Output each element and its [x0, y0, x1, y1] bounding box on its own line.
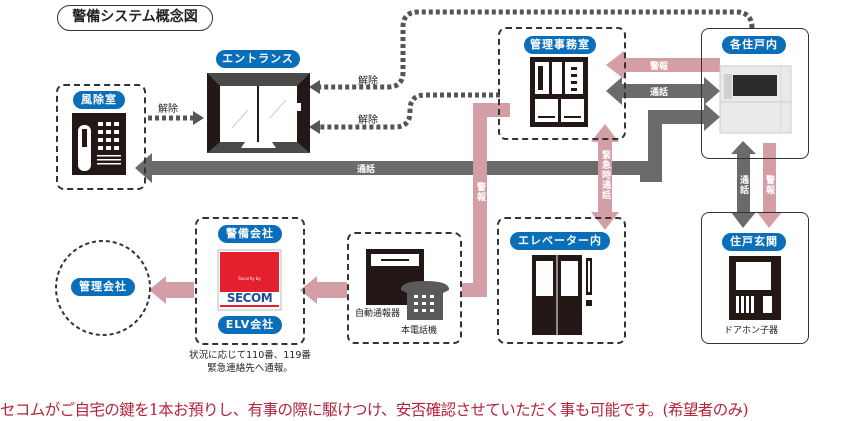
management-company-circle	[55, 240, 151, 336]
label-alarm-door: 警報	[764, 175, 774, 195]
label-alarm-office: 警報	[650, 62, 669, 72]
label-emergency-call: 緊急時通話	[600, 150, 610, 200]
auto-reporter-box	[347, 232, 462, 344]
node-windbreak-room: 風除室	[73, 91, 125, 109]
node-management-company: 管理会社	[71, 278, 135, 296]
management-office-box	[498, 27, 626, 140]
secom-wordmark: SECOM	[226, 291, 273, 305]
door-phone-icon	[729, 256, 781, 320]
alarm-to-security	[315, 282, 347, 298]
unit-entrance-box	[701, 212, 809, 344]
release-arrowhead-bottom	[309, 120, 320, 134]
label-door-phone: ドアホン子器	[724, 326, 779, 336]
emergency-call-bar	[598, 140, 612, 214]
windbreak-intercom-icon	[72, 113, 126, 175]
release-arrowhead-top	[309, 80, 320, 94]
footer-note: セコムがご自宅の鍵を1本お預りし、有事の際に駆けつけ、安否確認させていただく事も…	[0, 401, 749, 419]
release-path-bottom	[318, 92, 500, 130]
node-elv-company: ELV会社	[218, 316, 282, 334]
room-monitor-icon	[719, 65, 792, 134]
phone-icon	[400, 281, 450, 320]
call-office-bar	[620, 84, 704, 98]
node-unit-entrance: 住戸玄関	[722, 233, 786, 251]
call-connector	[640, 110, 705, 182]
call-door-bar	[737, 152, 750, 212]
management-panel-icon	[530, 57, 588, 127]
note-line-2: 緊急連絡先へ通報。	[207, 363, 293, 374]
release-path-top	[318, 9, 755, 90]
node-entrance: エントランス	[216, 50, 300, 68]
diagram-title: 警備システム概念図	[57, 5, 213, 31]
alarm-door-bar	[763, 143, 776, 213]
label-call-main: 通話	[357, 165, 376, 175]
label-release-top: 解除	[358, 76, 378, 87]
label-release-bottom: 解除	[358, 115, 378, 126]
alarm-to-management	[164, 282, 194, 298]
alarm-vertical-path	[462, 103, 510, 297]
security-company-box	[195, 217, 305, 345]
call-connector-arrowhead	[704, 103, 720, 131]
label-call-office: 通話	[650, 88, 669, 98]
entrance-door-icon	[207, 73, 310, 153]
label-main-phone: 本電話機	[401, 326, 438, 336]
label-alarm-vertical: 警報	[475, 182, 485, 202]
label-release-windbreak: 解除	[158, 104, 178, 115]
windbreak-room-box	[56, 84, 146, 190]
node-management-office: 管理事務室	[524, 36, 596, 54]
secom-logo	[217, 249, 282, 311]
call-main-arrowhead	[135, 153, 152, 183]
each-unit-box	[701, 28, 809, 159]
node-each-unit: 各住戸内	[722, 36, 786, 54]
notification-note: 状況に応じて110番、119番 緊急連絡先へ通報。	[160, 349, 340, 375]
elevator-door-icon	[532, 255, 592, 335]
alarm-office-bar	[622, 58, 720, 72]
node-security-company: 警備会社	[218, 225, 282, 243]
elevator-box	[497, 217, 626, 344]
secom-tagline: Security by	[238, 276, 261, 281]
label-call-door: 通話	[738, 175, 748, 195]
note-line-1: 状況に応じて110番、119番	[189, 350, 311, 361]
node-elevator: エレベーター内	[510, 232, 610, 250]
release-arrowhead-windbreak	[193, 111, 204, 125]
call-main-bar	[150, 161, 660, 175]
label-auto-reporter: 自動通報器	[355, 309, 401, 319]
